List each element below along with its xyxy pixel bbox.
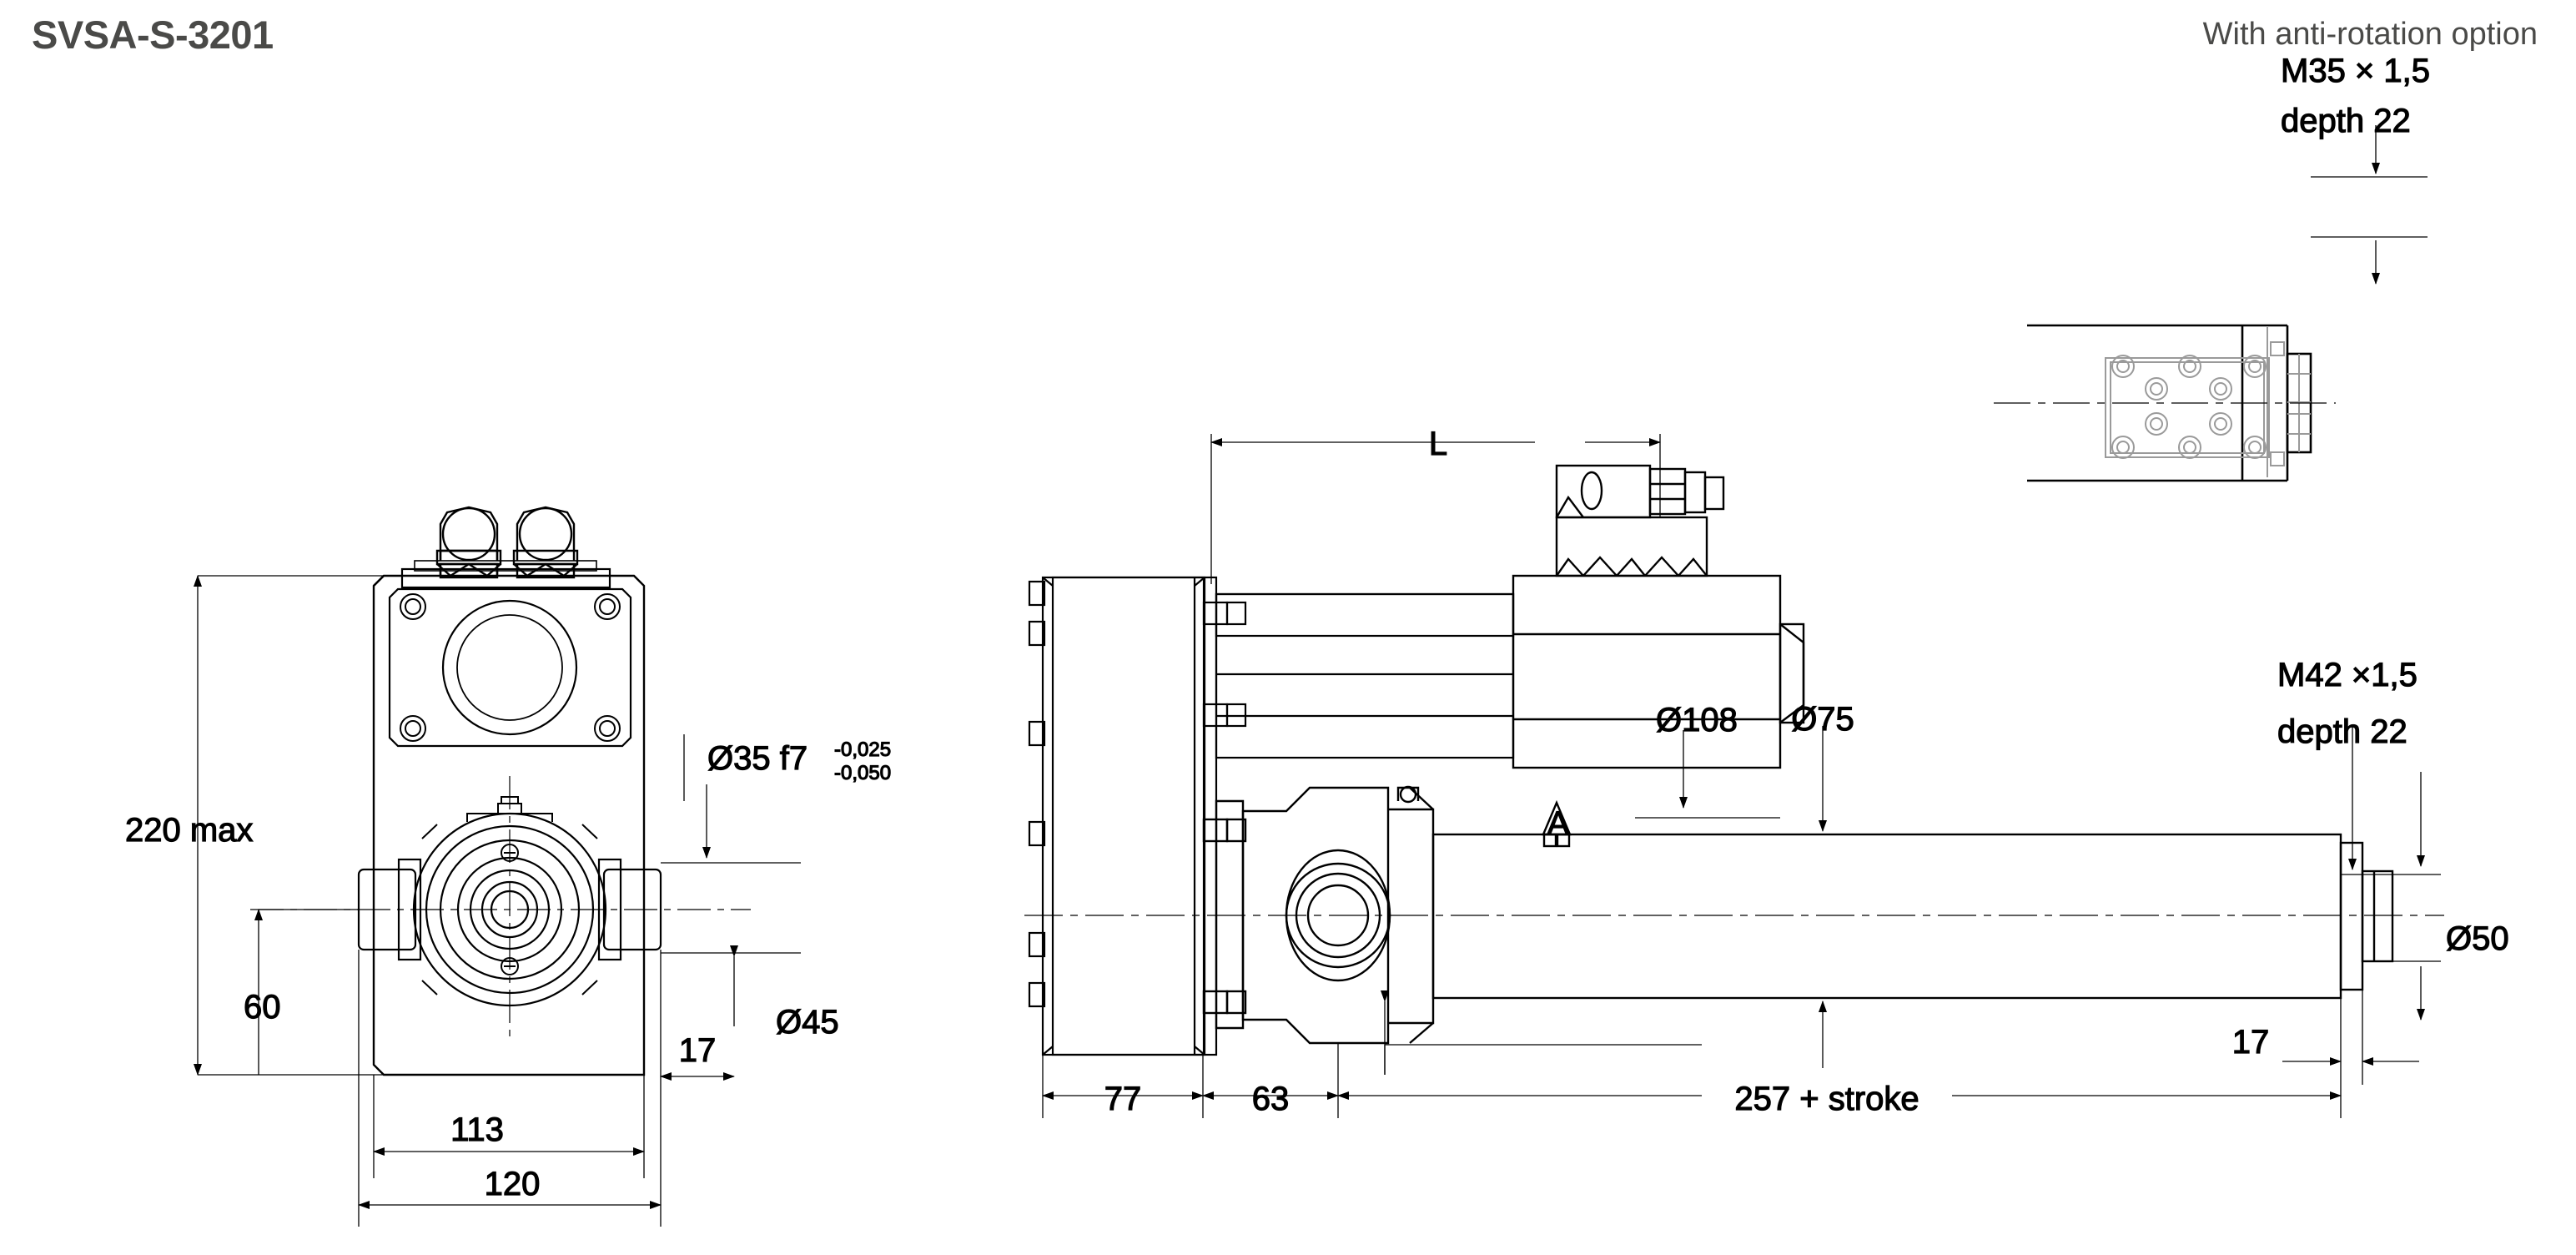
- tolerance-upper: -0,025: [834, 738, 891, 761]
- dim-rod-diameter: Ø50: [2446, 920, 2509, 957]
- dim-gear-width: 77: [1104, 1081, 1142, 1117]
- dim-motor-length: L: [1429, 426, 1447, 462]
- front-view-dimensions: [194, 575, 801, 1227]
- dim-rod-end-length: 17: [2232, 1024, 2270, 1061]
- anti-rotation-dimensions: [2311, 125, 2428, 285]
- dim-rod-thread: M42 ×1,5: [2277, 657, 2418, 693]
- datum-label-a: A: [1547, 805, 1570, 842]
- option-note: With anti-rotation option: [2202, 17, 2538, 52]
- dim-motor-diameter: Ø108: [1656, 702, 1738, 738]
- dim-total-length: 257 + stroke: [1734, 1081, 1919, 1117]
- dim-shaft-diameter: Ø35 f7: [707, 740, 808, 777]
- dim-body-width-outer: 120: [485, 1166, 541, 1202]
- tolerance-lower: -0,050: [834, 762, 891, 784]
- dim-axis-height: 60: [244, 989, 281, 1026]
- dim-rod-thread-depth: depth 22: [2277, 713, 2407, 750]
- dim-height-max: 220 max: [125, 812, 253, 849]
- page-title: SVSA-S-3201: [32, 13, 274, 57]
- side-view-geometry: [1024, 464, 2444, 1056]
- side-view-dimensions: [1042, 434, 2441, 1118]
- dim-housing-width: 63: [1252, 1081, 1290, 1117]
- dim-tube-diameter: Ø75: [1791, 701, 1854, 738]
- front-view-geometry: [250, 506, 751, 1076]
- dim-boss-diameter: Ø45: [776, 1004, 839, 1041]
- datum-symbol-a: [1542, 799, 1572, 848]
- dim-shaft-length: 17: [679, 1032, 717, 1069]
- dim-flange-thread: M35 × 1,5: [2281, 53, 2430, 89]
- anti-rotation-geometry: [1994, 324, 2336, 482]
- dim-flange-thread-depth: depth 22: [2281, 103, 2411, 139]
- dim-body-width-inner: 113: [450, 1111, 504, 1148]
